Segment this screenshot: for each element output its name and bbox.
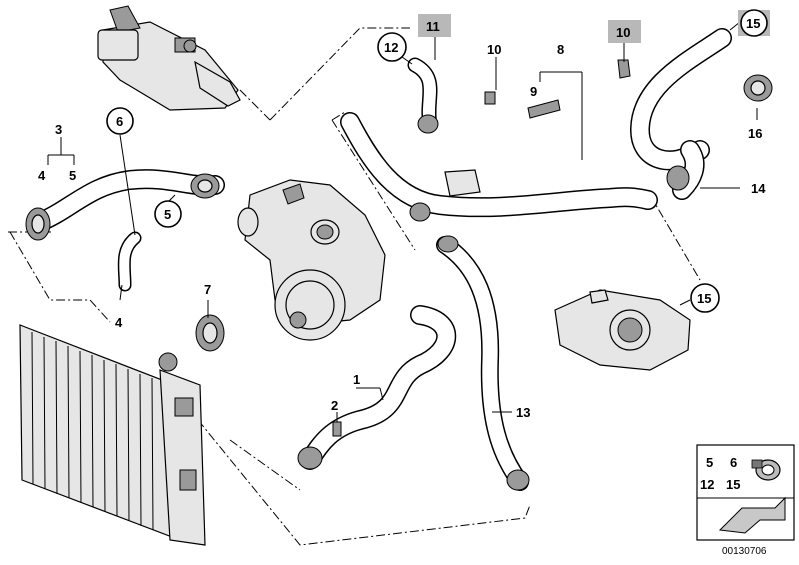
- svg-text:12: 12: [700, 477, 714, 492]
- svg-text:7: 7: [204, 282, 211, 297]
- callout-9: 9: [530, 84, 537, 99]
- svg-text:1: 1: [353, 372, 360, 387]
- bolts: [332, 59, 631, 437]
- svg-text:4: 4: [38, 168, 46, 183]
- svg-text:6: 6: [730, 455, 737, 470]
- radiator-fins: [31, 331, 154, 531]
- svg-text:12: 12: [384, 40, 398, 55]
- callout-1: 1: [353, 372, 360, 387]
- callout-4-bottom: 4: [115, 315, 123, 330]
- callout-5-top: 5: [69, 168, 76, 183]
- svg-text:11: 11: [426, 19, 440, 34]
- callout-13: 13: [516, 405, 530, 420]
- callout-11: 11: [418, 14, 451, 37]
- hose-clamp-icon: [751, 459, 781, 481]
- callout-3: 3: [55, 122, 62, 137]
- callout-14: 14: [751, 181, 766, 196]
- reference-number: 00130706: [722, 546, 767, 557]
- callout-10-left: 10: [487, 42, 501, 57]
- svg-text:15: 15: [726, 477, 740, 492]
- clamps: [25, 74, 773, 491]
- coolant-housing[interactable]: [554, 289, 691, 371]
- direction-arrow-icon: [718, 496, 786, 534]
- svg-text:5: 5: [69, 168, 76, 183]
- svg-text:5: 5: [164, 207, 171, 222]
- callout-6: 6: [106, 107, 134, 135]
- svg-text:14: 14: [751, 181, 766, 196]
- callout-12: 12: [377, 32, 407, 62]
- svg-text:3: 3: [55, 122, 62, 137]
- callout-16: 16: [748, 126, 762, 141]
- svg-text:2: 2: [331, 398, 338, 413]
- callout-8: 8: [557, 42, 564, 57]
- clamp-legend: 5 6 12 15: [696, 444, 795, 541]
- svg-text:9: 9: [530, 84, 537, 99]
- svg-text:10: 10: [616, 25, 630, 40]
- svg-text:16: 16: [748, 126, 762, 141]
- callout-15-bottom: 15: [690, 283, 720, 313]
- radiator[interactable]: [19, 324, 206, 546]
- callout-5-circled: 5: [154, 200, 182, 228]
- callout-7: 7: [204, 282, 211, 297]
- svg-text:15: 15: [697, 291, 711, 306]
- svg-text:5: 5: [706, 455, 713, 470]
- thermostat-housing[interactable]: [97, 5, 241, 111]
- svg-text:6: 6: [116, 114, 123, 129]
- svg-text:8: 8: [557, 42, 564, 57]
- svg-text:15: 15: [746, 16, 760, 31]
- callout-2: 2: [331, 398, 338, 413]
- callout-10-right: 10: [608, 20, 641, 43]
- svg-text:13: 13: [516, 405, 530, 420]
- callout-15-top: 15: [738, 9, 770, 37]
- svg-text:4: 4: [115, 315, 123, 330]
- callout-4-top: 4: [38, 168, 46, 183]
- svg-text:10: 10: [487, 42, 501, 57]
- water-pump[interactable]: [237, 179, 386, 341]
